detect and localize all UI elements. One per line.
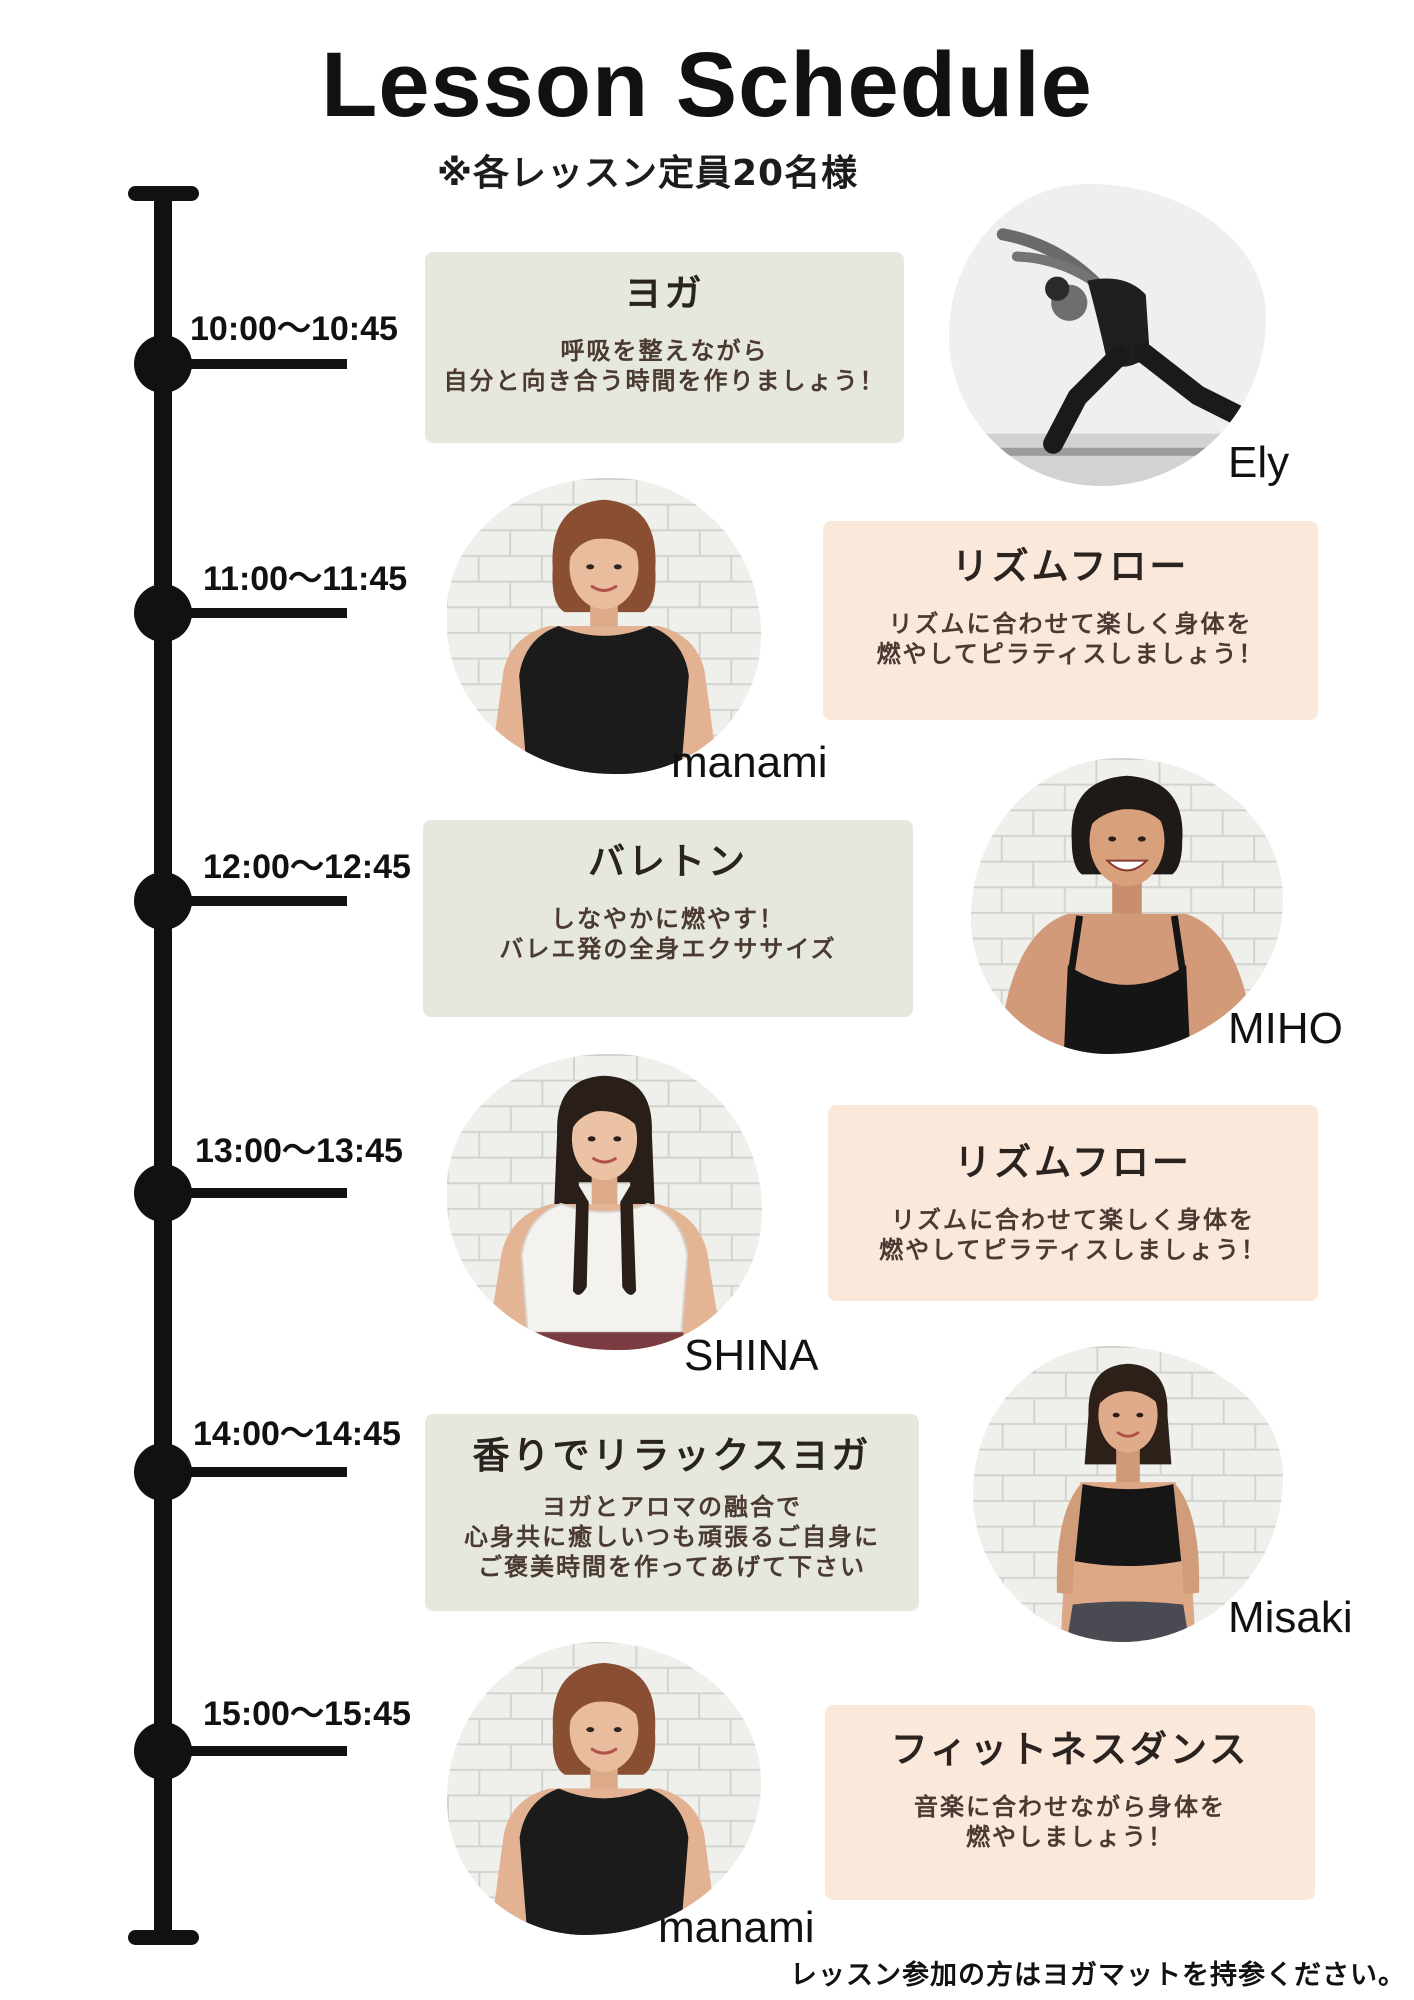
page-title: Lesson Schedule bbox=[321, 34, 1093, 136]
lesson-description: 音楽に合わせながら身体を 燃やしましょう！ bbox=[825, 1792, 1315, 1852]
instructor-name: Misaki bbox=[1228, 1593, 1353, 1642]
instructor-photo bbox=[447, 1054, 762, 1350]
lesson-title: フィットネスダンス bbox=[890, 1728, 1250, 1771]
lesson-card: ヨガ 呼吸を整えながら 自分と向き合う時間を作りましょう！ bbox=[425, 252, 904, 443]
lesson-title: リズムフロー bbox=[951, 545, 1190, 588]
instructor-photo bbox=[949, 184, 1266, 486]
instructor-name: manami bbox=[671, 738, 828, 787]
lesson-title: 香りでリラックスヨガ bbox=[472, 1434, 872, 1477]
footer-note: レッスン参加の方はヨガマットを持参ください。 bbox=[790, 1960, 1406, 1991]
lesson-card: バレトン しなやかに燃やす！ バレエ発の全身エクササイズ bbox=[423, 820, 913, 1017]
instructor-name: manami bbox=[658, 1903, 815, 1952]
time-label: 13:00〜13:45 bbox=[195, 1132, 403, 1170]
timeline-tick bbox=[163, 1746, 347, 1756]
timeline-bar bbox=[154, 193, 172, 1938]
lesson-card: リズムフロー リズムに合わせて楽しく身体を 燃やしてピラティスしましょう！ bbox=[828, 1105, 1318, 1301]
time-label: 14:00〜14:45 bbox=[193, 1415, 401, 1453]
lesson-description-line: ヨガとアロマの融合で bbox=[542, 1493, 802, 1521]
time-label: 11:00〜11:45 bbox=[203, 560, 408, 598]
lesson-description-line: 燃やしてピラティスしましょう！ bbox=[879, 1236, 1267, 1264]
lesson-description-line: ご褒美時間を作ってあげて下さい bbox=[477, 1553, 867, 1581]
lesson-title: リズムフロー bbox=[954, 1141, 1192, 1184]
lesson-description: リズムに合わせて楽しく身体を 燃やしてピラティスしましょう！ bbox=[828, 1205, 1318, 1265]
lesson-description-line: しなやかに燃やす！ bbox=[551, 905, 785, 933]
timeline-cap-bottom bbox=[128, 1930, 199, 1945]
timeline-cap-top bbox=[128, 186, 199, 201]
capacity-note: ※各レッスン定員20名様 bbox=[437, 153, 859, 194]
lesson-description: リズムに合わせて楽しく身体を 燃やしてピラティスしましょう！ bbox=[823, 609, 1318, 669]
lesson-card: フィットネスダンス 音楽に合わせながら身体を 燃やしましょう！ bbox=[825, 1705, 1315, 1900]
lesson-title: バレトン bbox=[588, 840, 748, 883]
lesson-card: リズムフロー リズムに合わせて楽しく身体を 燃やしてピラティスしましょう！ bbox=[823, 521, 1318, 720]
instructor-name: MIHO bbox=[1228, 1004, 1343, 1053]
timeline-tick bbox=[163, 359, 347, 369]
lesson-description-line: 音楽に合わせながら身体を bbox=[914, 1793, 1226, 1821]
lesson-description: しなやかに燃やす！ バレエ発の全身エクササイズ bbox=[423, 904, 913, 964]
time-label: 12:00〜12:45 bbox=[203, 848, 411, 886]
lesson-title: ヨガ bbox=[624, 272, 705, 315]
instructor-photo bbox=[973, 1346, 1283, 1642]
lesson-description-line: 呼吸を整えながら bbox=[560, 337, 769, 365]
instructor-photo bbox=[971, 758, 1283, 1054]
lesson-card: 香りでリラックスヨガ ヨガとアロマの融合で 心身共に癒しいつも頑張るご自身に ご… bbox=[425, 1414, 919, 1611]
timeline-tick bbox=[163, 608, 347, 618]
instructor-photo bbox=[447, 1642, 761, 1935]
timeline-tick bbox=[163, 1467, 347, 1477]
lesson-description-line: 心身共に癒しいつも頑張るご自身に bbox=[464, 1523, 880, 1551]
timeline-tick bbox=[163, 1188, 347, 1198]
lesson-description-line: リズムに合わせて楽しく身体を bbox=[891, 1206, 1255, 1234]
lesson-description-line: バレエ発の全身エクササイズ bbox=[499, 935, 837, 963]
lesson-description: 呼吸を整えながら 自分と向き合う時間を作りましょう！ bbox=[425, 336, 904, 396]
instructor-name: SHINA bbox=[684, 1331, 819, 1380]
timeline-tick bbox=[163, 896, 347, 906]
lesson-description-line: リズムに合わせて楽しく身体を bbox=[888, 610, 1253, 638]
lesson-description-line: 燃やしてピラティスしましょう！ bbox=[876, 640, 1265, 668]
time-label: 15:00〜15:45 bbox=[203, 1695, 411, 1733]
time-label: 10:00〜10:45 bbox=[190, 310, 398, 348]
lesson-description: ヨガとアロマの融合で 心身共に癒しいつも頑張るご自身に ご褒美時間を作ってあげて… bbox=[425, 1492, 919, 1582]
lesson-description-line: 自分と向き合う時間を作りましょう！ bbox=[443, 367, 886, 395]
instructor-name: Ely bbox=[1228, 438, 1290, 487]
lesson-description-line: 燃やしましょう！ bbox=[966, 1823, 1174, 1851]
instructor-photo bbox=[447, 478, 761, 774]
